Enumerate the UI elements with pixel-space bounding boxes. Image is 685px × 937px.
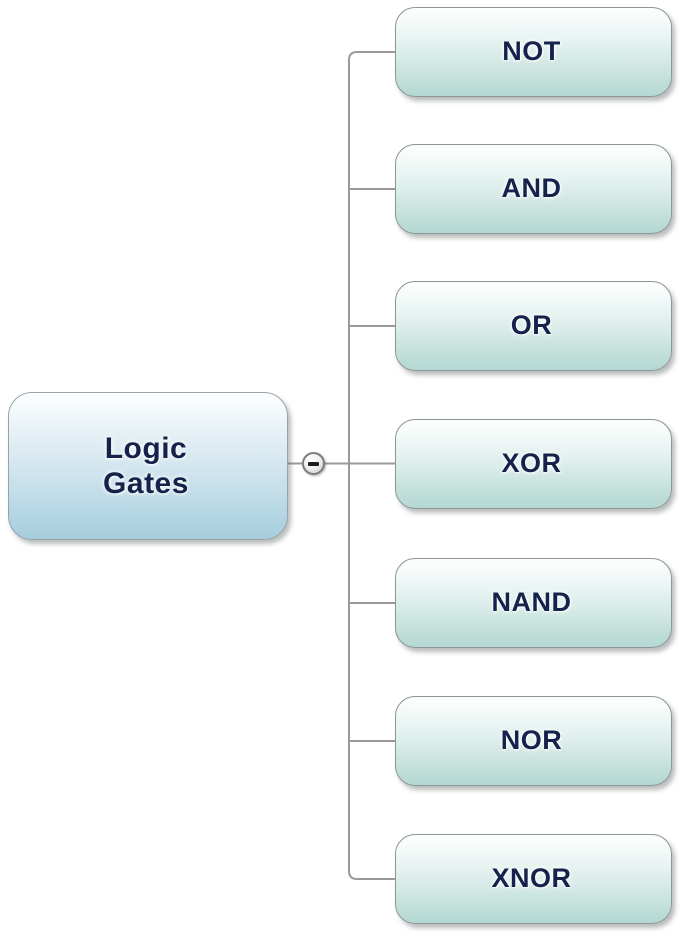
child-node-nand[interactable]: NAND <box>395 558 672 648</box>
root-node-logic-gates[interactable]: Logic Gates <box>8 392 288 540</box>
child-node-not[interactable]: NOT <box>395 7 672 97</box>
child-node-nor[interactable]: NOR <box>395 696 672 786</box>
minus-collapse-icon[interactable] <box>302 452 325 475</box>
root-node-label: Logic Gates <box>103 431 193 502</box>
child-node-label: OR <box>510 310 553 341</box>
child-node-label: XOR <box>501 448 562 479</box>
child-node-or[interactable]: OR <box>395 281 672 371</box>
child-node-label: NOR <box>500 725 563 756</box>
root-node-label-line1: Logic <box>104 431 188 465</box>
child-node-label: NOT <box>502 36 561 67</box>
child-node-xnor[interactable]: XNOR <box>395 834 672 924</box>
root-node-label-line2: Gates <box>103 467 189 500</box>
child-node-label: AND <box>501 173 562 204</box>
child-node-xor[interactable]: XOR <box>395 419 672 509</box>
minus-bar <box>308 461 319 466</box>
child-node-label: XNOR <box>491 863 572 894</box>
child-node-label: NAND <box>491 587 572 618</box>
child-node-and[interactable]: AND <box>395 144 672 234</box>
